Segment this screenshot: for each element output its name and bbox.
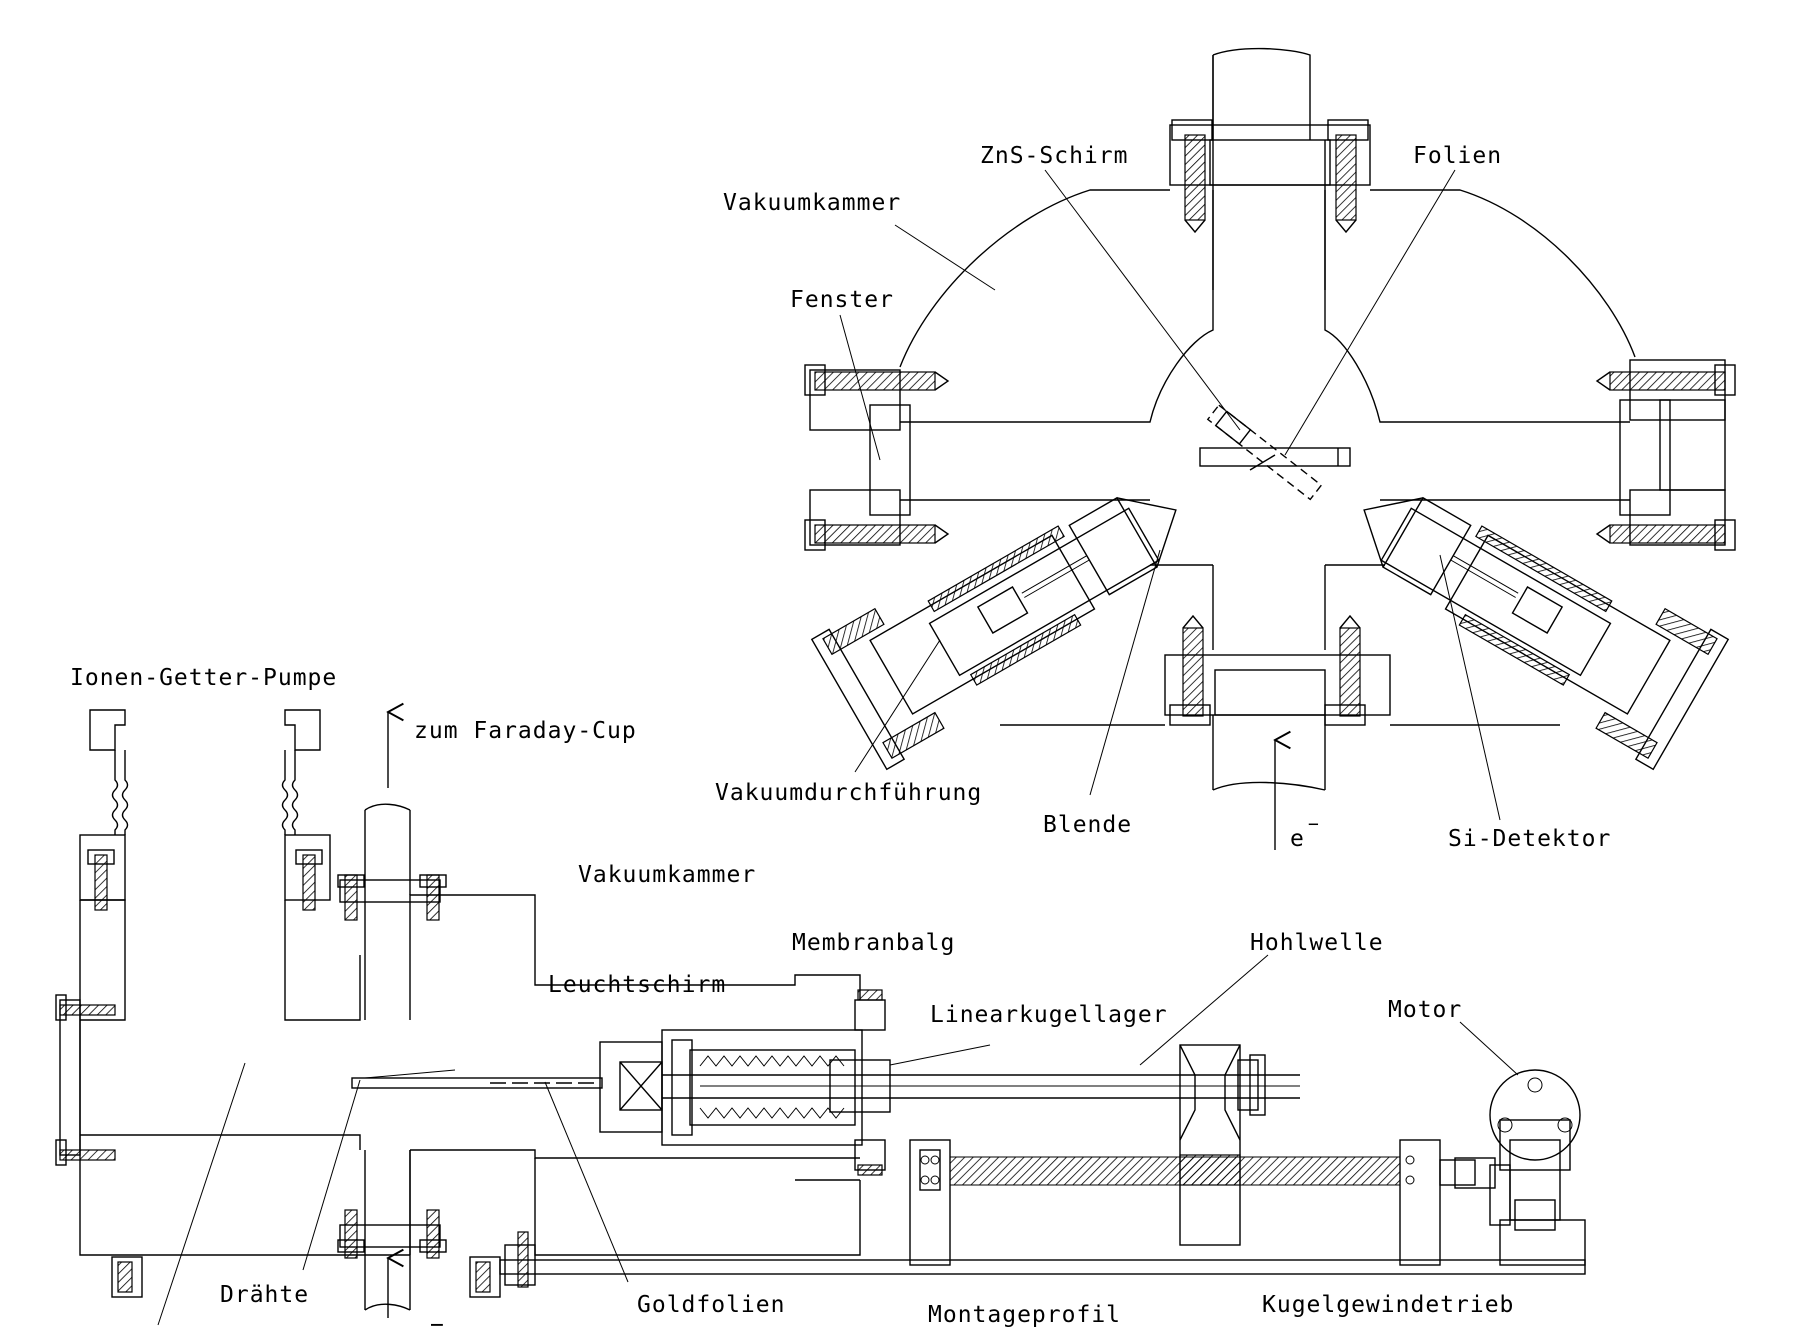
- pump-bellow-left: [121, 750, 129, 835]
- label-vakuumdurchfuehrung: Vakuumdurchführung: [715, 780, 982, 806]
- label-zum-faraday-cup: zum Faraday-Cup: [414, 718, 637, 744]
- top-right-bolt: [1327, 119, 1369, 234]
- motor: [1489, 1069, 1586, 1266]
- label-electron-bottom: −: [430, 1312, 445, 1335]
- label-vakuumkammer-bottom: Vakuumkammer: [578, 862, 756, 888]
- label-kugelgewindetrieb: Kugelgewindetrieb: [1262, 1292, 1514, 1318]
- bellow-spring-bottom: [699, 1107, 845, 1119]
- label-electron-top-sup: −: [1308, 814, 1320, 835]
- label-zns-schirm: ZnS-Schirm: [980, 143, 1128, 169]
- label-hohlwelle: Hohlwelle: [1250, 930, 1384, 956]
- bottom-setup-diagram: [55, 710, 1586, 1326]
- label-electron-top: e: [1290, 826, 1305, 852]
- label-leuchtschirm: Leuchtschirm: [548, 972, 726, 998]
- top-left-bolt: [1171, 119, 1213, 234]
- foil-holder: [1199, 447, 1351, 467]
- label-vakuumkammer-top: Vakuumkammer: [723, 190, 901, 216]
- label-draehte: Drähte: [220, 1282, 309, 1308]
- left-detector-arm: [810, 496, 1177, 771]
- left-upper-bolt: [814, 371, 950, 391]
- label-folien: Folien: [1413, 143, 1502, 169]
- mounting-profile: [499, 1259, 1586, 1275]
- bottom-right-bolt: [1324, 614, 1366, 726]
- top-chamber-diagram: [804, 47, 1736, 850]
- zns-screen-rect: [1206, 404, 1323, 501]
- bottom-left-bolt: [1169, 614, 1211, 726]
- label-motor: Motor: [1388, 997, 1462, 1023]
- label-si-detektor: Si-Detektor: [1448, 826, 1611, 852]
- right-lower-bolt: [1595, 524, 1726, 544]
- label-montageprofil: Montageprofil: [928, 1302, 1121, 1328]
- right-detector-arm: [1363, 496, 1730, 771]
- label-ionen-getter-pumpe: Ionen-Getter-Pumpe: [70, 665, 337, 691]
- bellow-spring-top: [699, 1055, 845, 1067]
- label-fenster: Fenster: [790, 287, 894, 313]
- label-linearkugellager: Linearkugellager: [930, 1002, 1168, 1028]
- left-lower-bolt: [814, 524, 950, 544]
- right-upper-bolt: [1595, 371, 1726, 391]
- label-membranbalg: Membranbalg: [792, 930, 955, 956]
- label-goldfolien: Goldfolien: [637, 1292, 785, 1318]
- label-blende: Blende: [1043, 812, 1132, 838]
- ball-screw: [949, 1156, 1401, 1186]
